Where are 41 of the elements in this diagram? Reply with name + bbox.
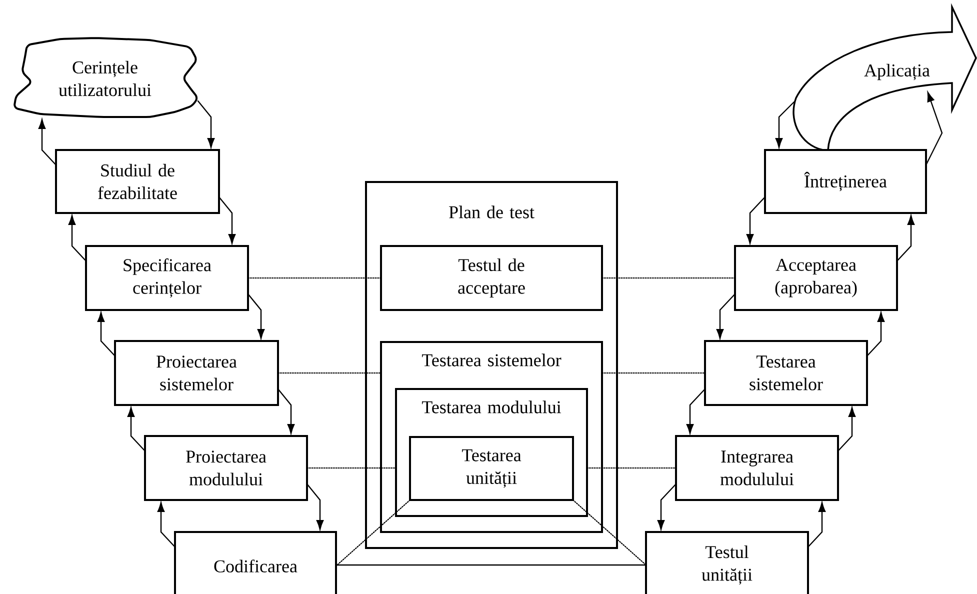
arrow — [68, 215, 87, 262]
connector-line — [335, 499, 411, 567]
arrow — [127, 407, 146, 452]
arrow — [38, 119, 57, 166]
process-box: Întreținerea — [764, 149, 927, 214]
arrow — [247, 293, 265, 339]
arrow — [866, 312, 885, 357]
process-box: Acceptarea (aprobarea) — [734, 245, 898, 311]
connector-line — [586, 467, 677, 469]
process-box: Codificarea — [174, 531, 337, 594]
process-box: Specificarea cerințelor — [85, 245, 249, 311]
process-box: Testul unității — [645, 531, 809, 594]
process-box: Studiul de fezabilitate — [55, 149, 220, 214]
connector-line — [277, 372, 382, 374]
connector-line — [247, 277, 382, 279]
connector-line — [601, 372, 706, 374]
connector-line — [306, 467, 397, 469]
process-box: Proiectarea modulului — [144, 435, 308, 501]
process-box: Testarea sistemelor — [704, 340, 868, 406]
arrow — [775, 101, 795, 148]
arrow — [686, 388, 706, 434]
connector-line — [601, 277, 736, 279]
arrow — [746, 196, 766, 244]
process-box: Integrarea modulului — [675, 435, 839, 501]
connector-line — [335, 564, 647, 566]
arrow — [157, 502, 176, 548]
arrow — [306, 483, 324, 530]
arrow — [716, 293, 736, 339]
arrow — [925, 92, 943, 166]
process-box: Testul de acceptare — [380, 245, 603, 311]
connector-line — [572, 499, 647, 566]
arrow — [277, 388, 295, 434]
arrow — [837, 407, 856, 452]
arrow — [197, 100, 215, 148]
process-box: Testarea unității — [409, 436, 574, 501]
arrow — [218, 196, 236, 244]
arrow — [657, 483, 677, 530]
arrow — [807, 502, 826, 548]
arrow — [97, 312, 116, 357]
arrow — [896, 215, 915, 262]
process-box: Proiectarea sistemelor — [114, 340, 279, 406]
